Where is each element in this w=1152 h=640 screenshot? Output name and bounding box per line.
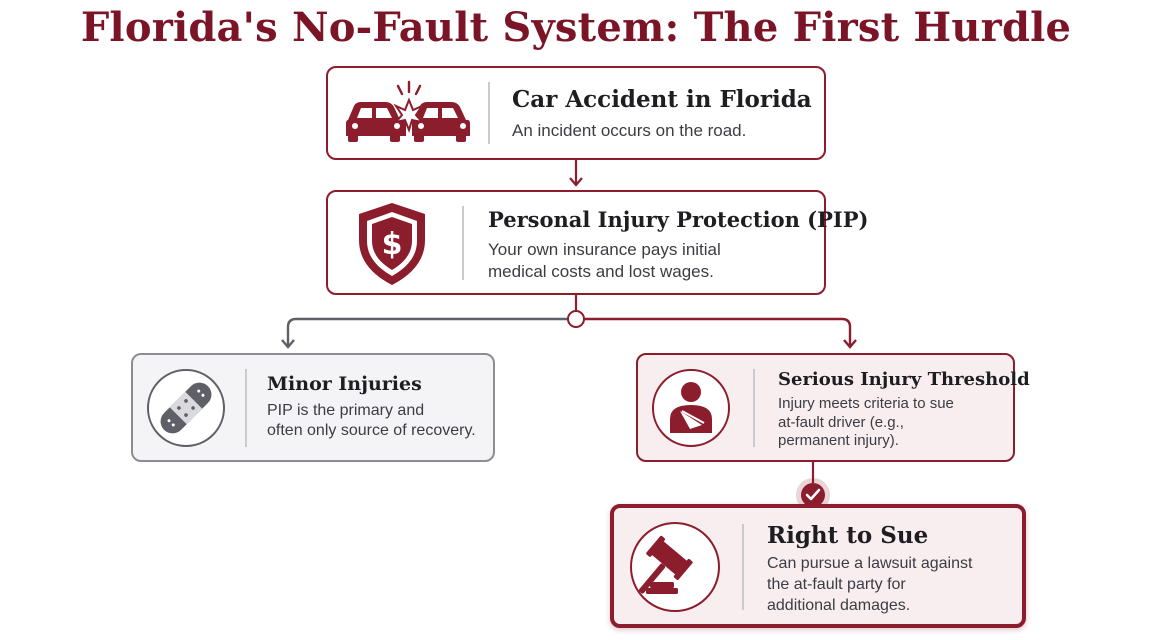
node-title: Minor Injuries [267,373,422,395]
separator [462,206,464,280]
gavel-icon [628,520,722,614]
desc-line: medical costs and lost wages. [488,261,714,281]
shield-dollar-icon: $ [354,200,430,288]
node-description: An incident occurs on the road. [512,121,747,140]
node-pip: $ Personal Injury Protection (PIP) Your … [326,190,868,295]
separator [753,369,755,447]
node-title: Car Accident in Florida [512,86,812,113]
injured-person-icon [650,367,732,449]
desc-line: the at-fault party for [767,575,906,593]
separator [245,369,247,447]
checkmark-icon [805,488,821,501]
desc-line: additional damages. [767,596,911,614]
arrowhead-accident-to-pip [569,177,583,187]
bandage-icon [145,367,227,449]
separator [742,524,744,610]
node-minor-injuries: Minor Injuries PIP is the primary and of… [131,353,495,462]
desc-line: Injury meets criteria to sue [778,395,954,412]
desc-line: at-fault driver (e.g., [778,413,904,431]
arrowhead-to-serious [843,339,857,349]
node-description: Can pursue a lawsuit against the at-faul… [767,554,972,616]
node-title: Serious Injury Threshold [778,369,1030,390]
node-description: PIP is the primary and often only source… [267,401,476,442]
branch-to-serious [584,317,852,346]
node-title: Personal Injury Protection (PIP) [488,207,869,232]
junction-node [567,310,585,328]
node-description: Your own insurance pays initial medical … [488,239,721,283]
car-crash-icon [342,80,472,148]
separator [488,82,490,144]
diagram-title: Florida's No-Fault System: The First Hur… [80,4,1072,51]
svg-text:$: $ [382,227,403,262]
desc-line: PIP is the primary and [267,402,425,419]
node-right-to-sue: Right to Sue Can pursue a lawsuit agains… [610,504,1026,628]
desc-line: permanent injury). [778,432,899,450]
arrowhead-to-minor [281,339,295,349]
desc-line: Can pursue a lawsuit against [767,555,973,572]
node-serious-injury: Serious Injury Threshold Injury meets cr… [636,353,1030,462]
branch-to-minor [286,317,568,346]
node-description: Injury meets criteria to sue at-fault dr… [778,395,954,451]
desc-line: Your own insurance pays initial [488,240,721,259]
node-car-accident: Car Accident in Florida An incident occu… [326,66,826,160]
desc-line: often only source of recovery. [267,422,476,440]
node-title: Right to Sue [767,522,929,549]
